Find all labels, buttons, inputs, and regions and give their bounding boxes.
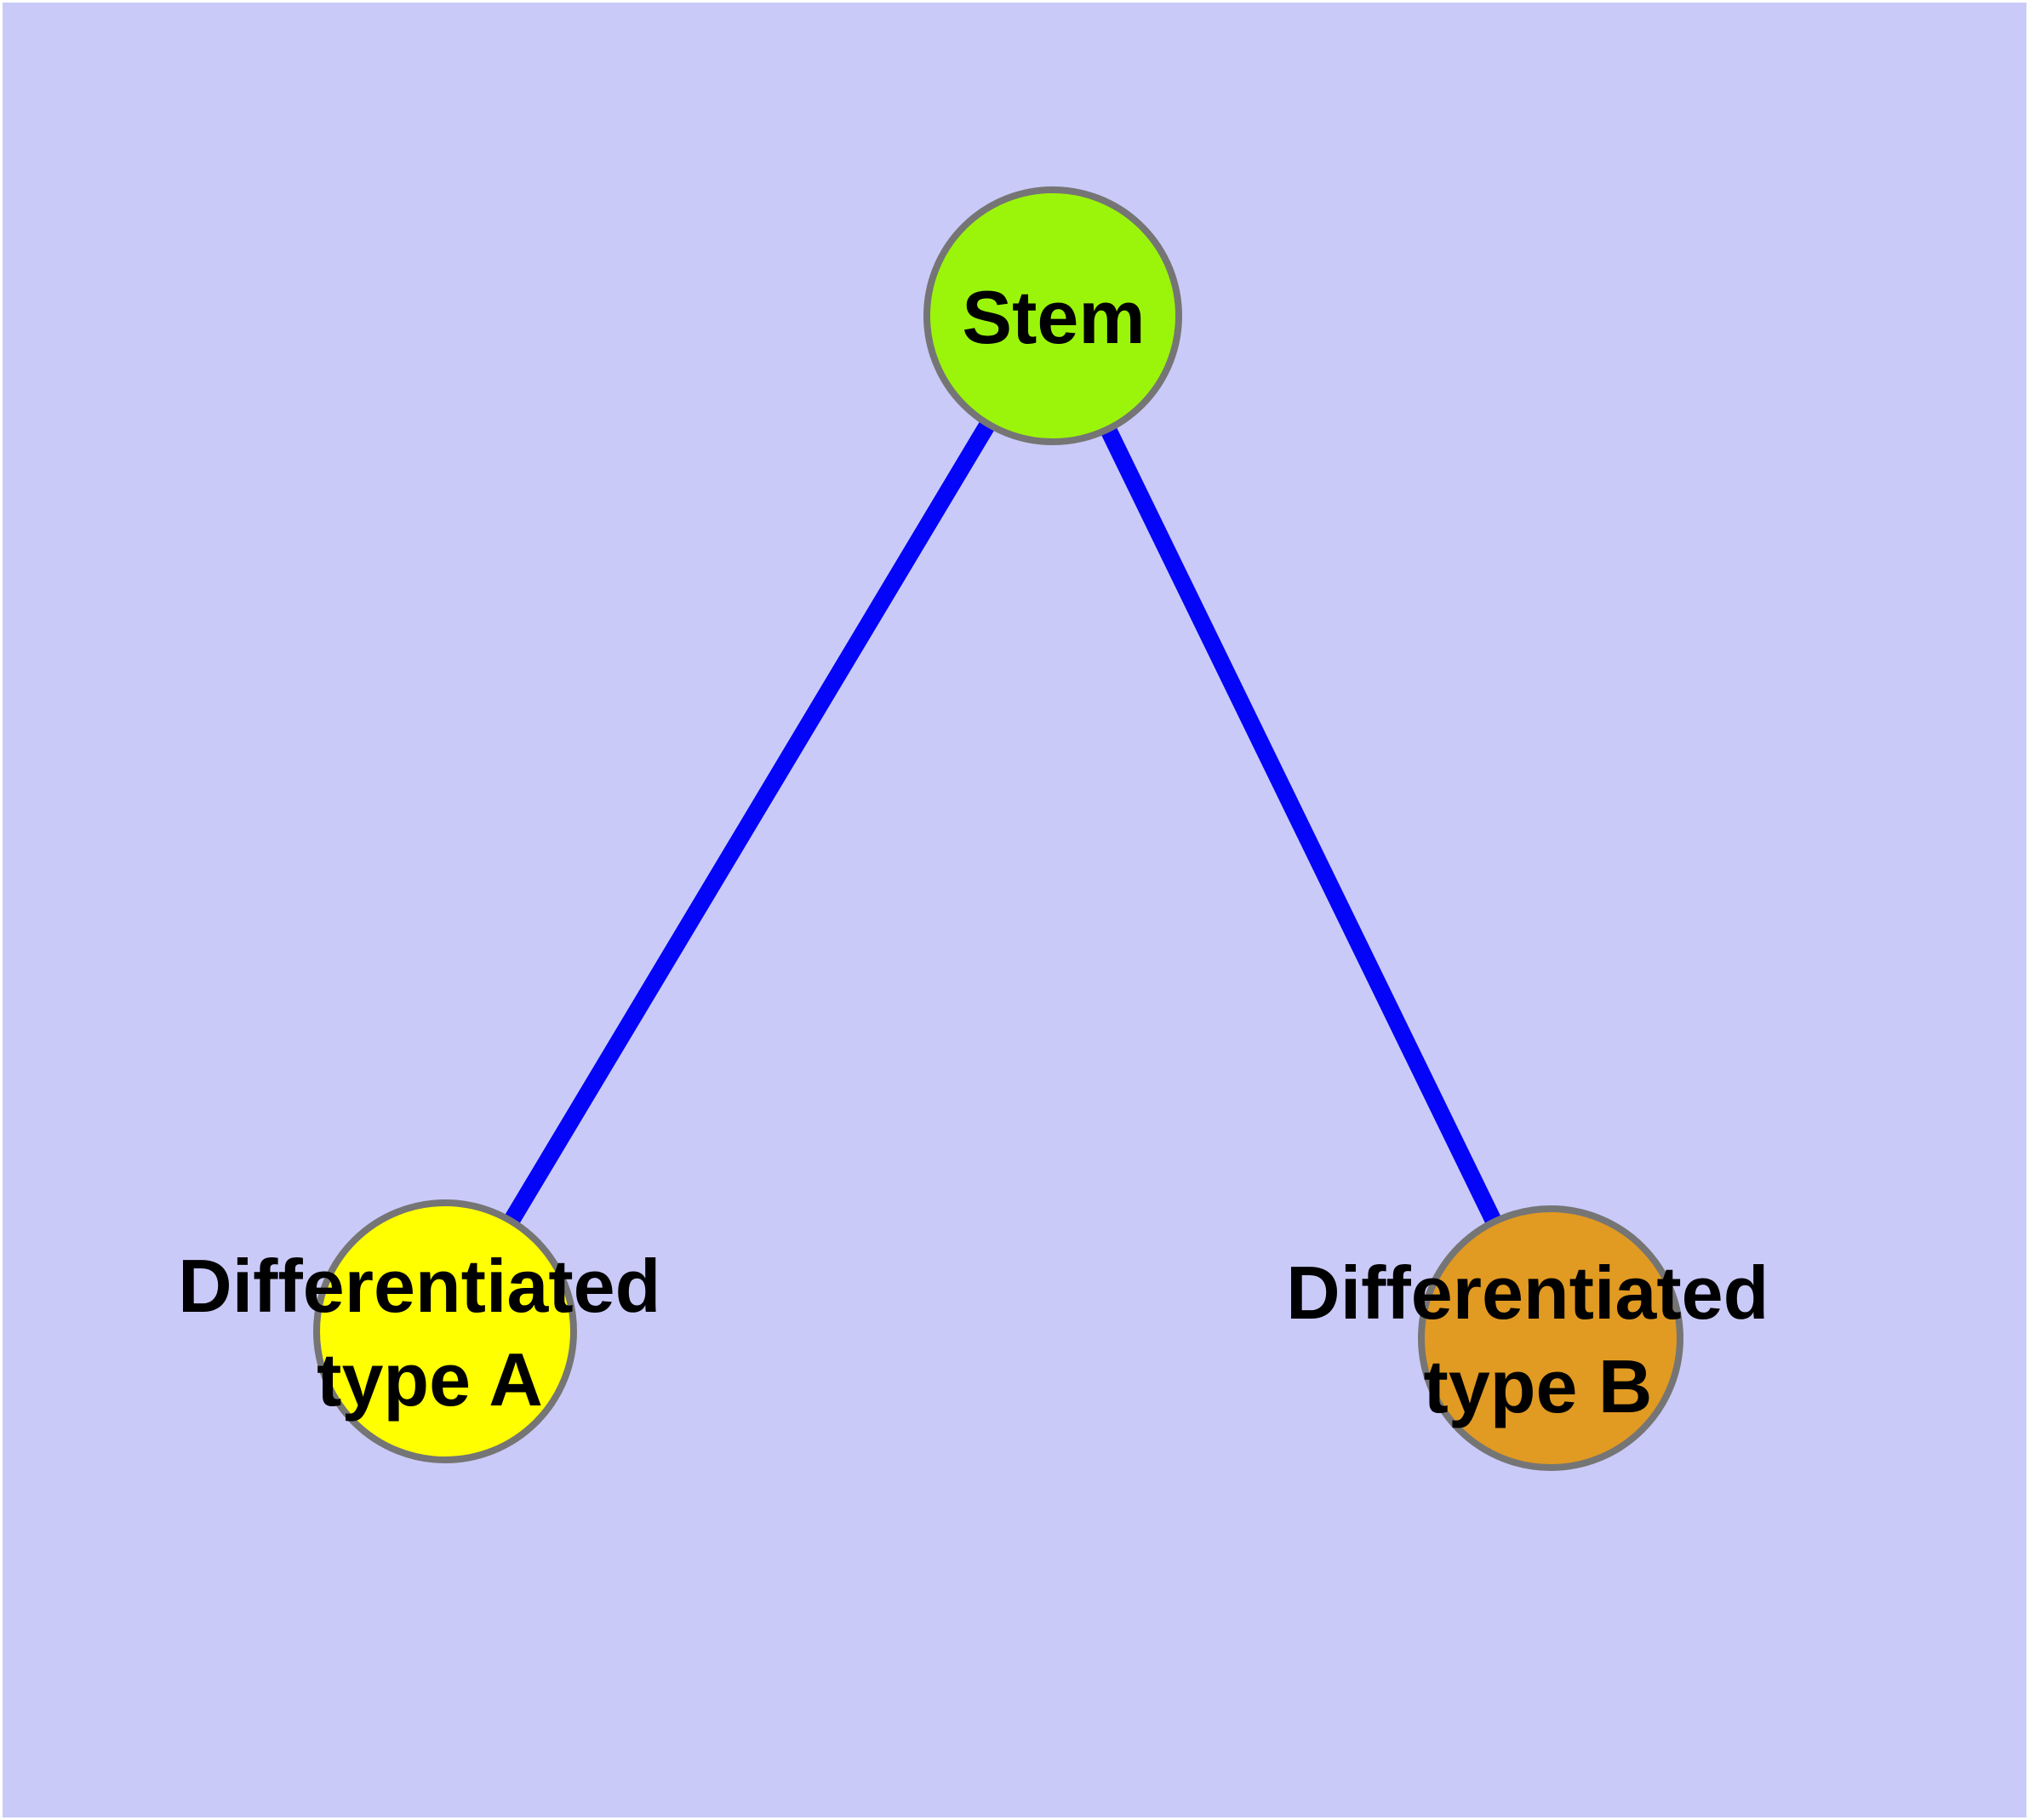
type-b-label-line-1: Differentiated	[1286, 1251, 1769, 1335]
node-stem: Stem	[923, 186, 1182, 445]
node-differentiated-type-b: Differentiated type B	[1286, 1205, 1790, 1471]
type-a-label-line-1: Differentiated	[178, 1244, 660, 1328]
type-a-node-label: Differentiated type A	[178, 1244, 682, 1422]
stem-node-label: Stem	[962, 275, 1145, 359]
edge-stem-to-type-b	[1045, 312, 1558, 1342]
edge-layer	[437, 311, 1558, 1342]
type-a-node-circle	[313, 1199, 577, 1463]
type-a-label-line-2: type A	[317, 1337, 543, 1422]
type-b-node-circle	[1418, 1205, 1683, 1471]
type-b-label-line-2: type B	[1424, 1344, 1653, 1428]
stem-label-line: Stem	[962, 275, 1145, 359]
edge-stem-to-type-a	[437, 311, 1060, 1336]
stem-node-circle	[923, 186, 1182, 445]
node-differentiated-type-a: Differentiated type A	[178, 1199, 682, 1463]
type-b-node-label: Differentiated type B	[1286, 1251, 1790, 1428]
